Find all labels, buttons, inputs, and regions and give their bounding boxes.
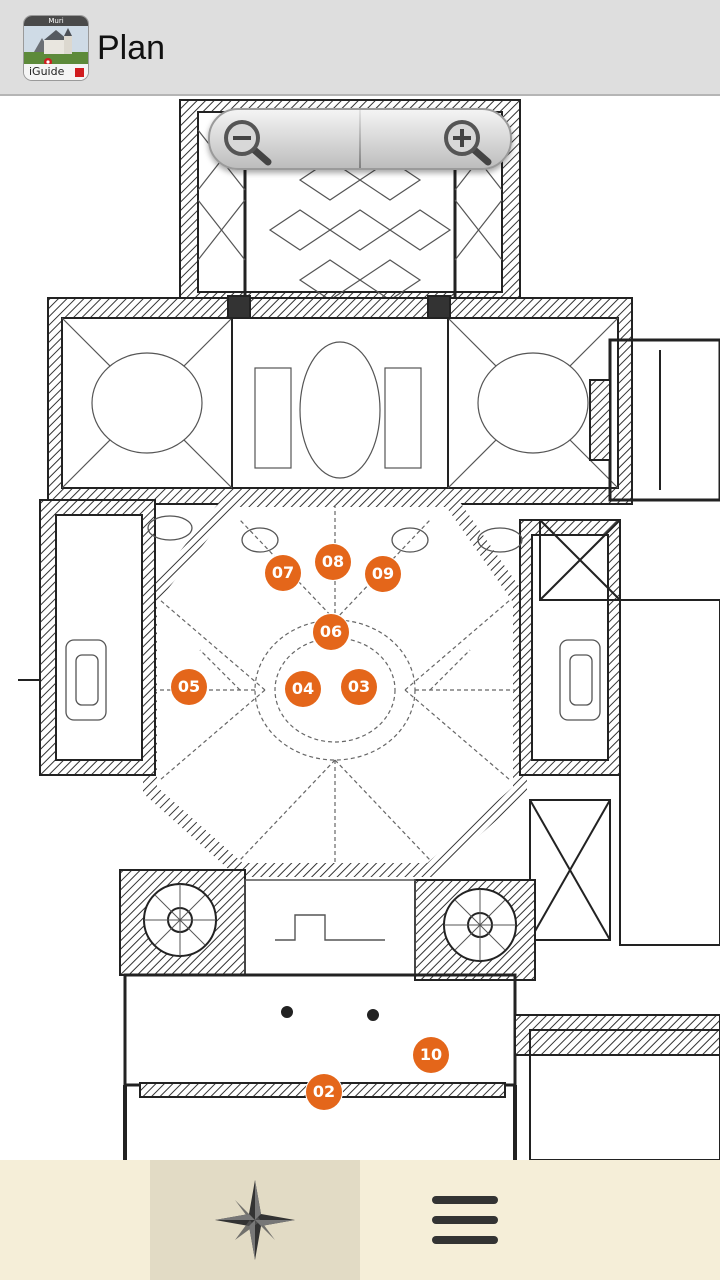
swiss-flag-icon: [75, 68, 84, 77]
tab-menu[interactable]: [360, 1160, 570, 1280]
zoom-divider: [359, 110, 361, 168]
app-icon[interactable]: Muri iGuide: [24, 16, 88, 80]
bottom-nav-spacer: [0, 1160, 150, 1280]
map-marker-09[interactable]: 09: [365, 556, 401, 592]
magnifier-plus-icon: [444, 120, 492, 166]
app-icon-top-text: Muri: [24, 16, 88, 26]
tab-map[interactable]: [150, 1160, 360, 1280]
zoom-out-button[interactable]: [210, 110, 359, 168]
building-thumbnail-icon: [24, 26, 88, 66]
map-marker-03[interactable]: 03: [341, 669, 377, 705]
map-marker-06[interactable]: 06: [313, 614, 349, 650]
map-marker-08[interactable]: 08: [315, 544, 351, 580]
menu-icon: [432, 1196, 498, 1244]
bottom-navigation: [0, 1160, 720, 1280]
app-icon-bottom-text: iGuide: [24, 64, 88, 80]
map-marker-05[interactable]: 05: [171, 669, 207, 705]
floor-plan-drawing: [18, 99, 720, 1160]
map-marker-04[interactable]: 04: [285, 671, 321, 707]
compass-rose-icon: [215, 1180, 295, 1260]
map-marker-07[interactable]: 07: [265, 555, 301, 591]
page-title: Plan: [97, 29, 166, 67]
map-marker-02[interactable]: 02: [306, 1074, 342, 1110]
title-bar: Muri iGuide Plan: [0, 0, 720, 96]
zoom-control: [208, 108, 512, 170]
magnifier-minus-icon: [224, 120, 272, 166]
floor-plan-map[interactable]: 07 08 09 06 05 04 03 10 02: [0, 96, 720, 1160]
zoom-in-button[interactable]: [361, 110, 510, 168]
map-marker-10[interactable]: 10: [413, 1037, 449, 1073]
